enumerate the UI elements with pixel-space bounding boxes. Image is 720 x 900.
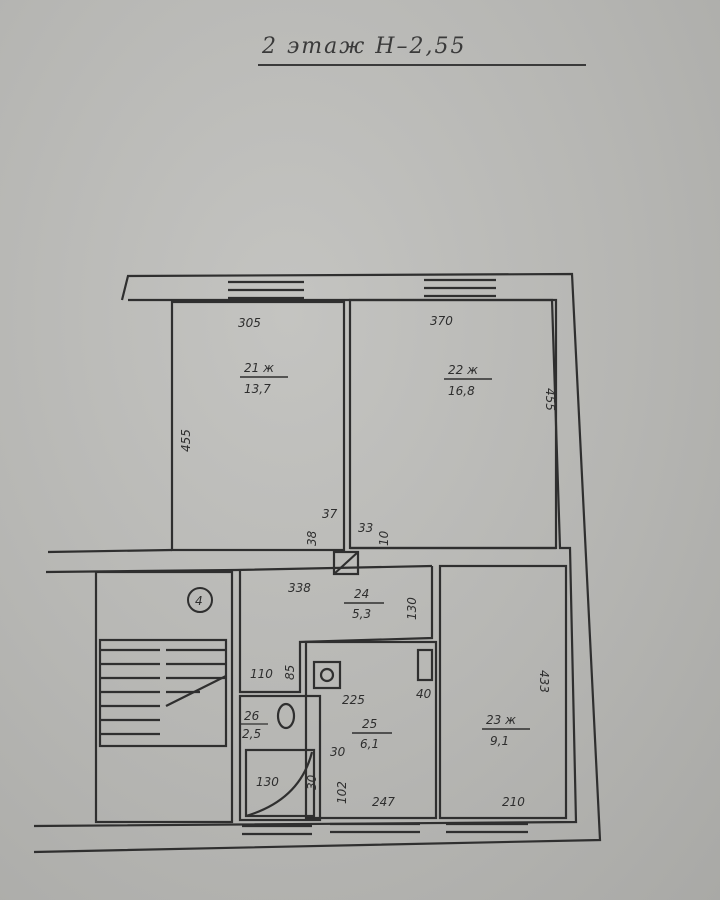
dim-130-bath: 130: [256, 775, 279, 789]
dim-130-corridor: 130: [405, 597, 419, 620]
dim-433: 433: [537, 670, 551, 693]
room-26-label: 26 2,5: [240, 709, 268, 741]
bath-fixture: [244, 748, 316, 818]
dim-455-right: 455: [543, 388, 557, 411]
bath-arc: [245, 751, 314, 818]
toilet: [276, 702, 296, 730]
dim-210: 210: [502, 795, 525, 809]
window-23: [446, 822, 528, 834]
dim-40: 40: [416, 687, 432, 701]
svg-text:24: 24: [354, 587, 369, 601]
dim-37: 37: [322, 507, 338, 521]
dim-85: 85: [283, 665, 297, 680]
stair-marker-label: 4: [195, 594, 203, 608]
svg-text:23 ж: 23 ж: [486, 713, 516, 727]
dim-455-left: 455: [179, 429, 193, 452]
room-21-label: 21 ж 13,7: [240, 361, 288, 396]
dim-247: 247: [372, 795, 395, 809]
room-24-outline: [238, 566, 434, 694]
svg-text:25: 25: [362, 717, 377, 731]
svg-text:16,8: 16,8: [448, 384, 475, 398]
window-25: [330, 822, 420, 834]
dim-30: 30: [330, 745, 346, 759]
dim-38: 38: [305, 530, 319, 546]
dim-305: 305: [238, 316, 261, 330]
dim-10: 10: [377, 530, 391, 546]
svg-text:5,3: 5,3: [352, 607, 371, 621]
window-21: [228, 280, 304, 300]
sink-box: [416, 648, 434, 682]
svg-text:13,7: 13,7: [244, 382, 271, 396]
stair-outline: [94, 570, 234, 824]
stair-marker-circle: [187, 587, 213, 613]
window-bath: [242, 824, 312, 836]
room-23-outline: [438, 564, 568, 820]
corridor-wall: [45, 546, 556, 574]
page-title: 2 этаж Н–2,55: [262, 34, 467, 59]
svg-text:22 ж: 22 ж: [448, 363, 478, 377]
vent-diag: [333, 551, 359, 575]
room-25-label: 25 6,1: [352, 717, 392, 751]
room-23-label: 23 ж 9,1: [482, 713, 530, 748]
dim-30b: 30: [305, 774, 319, 790]
window-22: [424, 278, 496, 298]
svg-text:21 ж: 21 ж: [244, 361, 274, 375]
dim-370: 370: [430, 314, 453, 328]
room-24-label: 24 5,3: [344, 587, 384, 621]
stair-break: [165, 675, 227, 707]
stair-treads: [100, 648, 226, 736]
dim-102: 102: [335, 781, 349, 804]
vent-box: [332, 550, 360, 576]
svg-text:9,1: 9,1: [490, 734, 509, 748]
room-26-outline: [238, 694, 322, 822]
stove-box: [312, 660, 342, 690]
dim-110: 110: [250, 667, 273, 681]
room-22-outline: [348, 298, 558, 550]
stove-ring: [319, 667, 335, 683]
svg-text:6,1: 6,1: [360, 737, 379, 751]
dim-338: 338: [288, 581, 311, 595]
outer-wall: [33, 272, 602, 854]
svg-text:26: 26: [244, 709, 260, 723]
room-25-outline: [304, 640, 438, 820]
svg-text:2,5: 2,5: [242, 727, 261, 741]
dim-225: 225: [342, 693, 365, 707]
title-underline: [258, 64, 586, 66]
room-22-label: 22 ж 16,8: [444, 363, 492, 398]
dim-33: 33: [358, 521, 373, 535]
room-21-outline: [170, 300, 346, 552]
